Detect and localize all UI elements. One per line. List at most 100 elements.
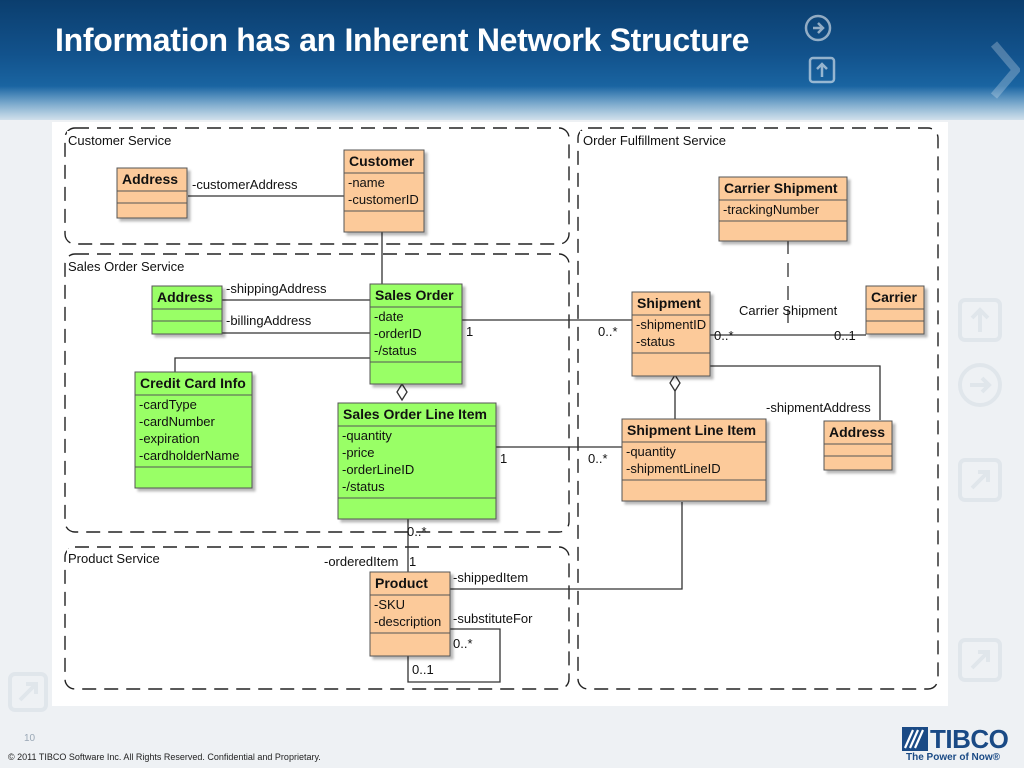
class-attribute: -name [348, 175, 385, 190]
class-name: Address [157, 289, 213, 305]
class-attribute: -orderID [374, 326, 422, 341]
class-carrier-shipment: Carrier Shipment -trackingNumber [718, 176, 848, 242]
class-attribute: -date [374, 309, 404, 324]
class-attribute: -price [342, 445, 375, 460]
class-attribute: -/status [374, 343, 417, 358]
uml-diagram-svg: Customer Service Sales Order Service Pro… [64, 127, 939, 690]
copyright-footer: © 2011 TIBCO Software Inc. All Rights Re… [8, 752, 321, 762]
tibco-logo-mark-icon [902, 727, 928, 751]
class-attribute: -shipmentLineID [626, 461, 721, 476]
label-so-shipment-1: 1 [466, 324, 473, 339]
class-box [621, 418, 767, 502]
class-name: Address [829, 424, 885, 440]
label-shipment-carrier-one: 0..1 [834, 328, 856, 343]
class-box [718, 176, 848, 242]
class-name: Shipment [637, 295, 701, 311]
class-product: Product -SKU -description [369, 571, 451, 657]
tibco-logo: TIBCO The Power of Now® [902, 724, 1018, 764]
label-soli-sli-many: 0..* [588, 451, 608, 466]
package-label-product-service: Product Service [68, 551, 160, 566]
class-address-cust: Address [116, 167, 188, 219]
package-label-order-fulfillment-service: Order Fulfillment Service [583, 133, 726, 148]
label-billing-address: -billingAddress [226, 313, 312, 328]
class-attribute: -expiration [139, 431, 200, 446]
label-shipment-address: -shipmentAddress [766, 400, 871, 415]
class-attribute: -cardType [139, 397, 197, 412]
class-box [823, 420, 893, 471]
header-fade [0, 86, 1024, 126]
package-label-sales-order-service: Sales Order Service [68, 259, 184, 274]
label-substitute-many: 0..* [453, 636, 473, 651]
class-name: Product [375, 575, 428, 591]
class-sales-order-line-item: Sales Order Line Item -quantity -price -ord… [337, 402, 497, 520]
label-ordered-item: -orderedItem [324, 554, 398, 569]
class-sales-order: Sales Order -date -orderID -/status [369, 283, 463, 385]
label-so-shipment-many: 0..* [598, 324, 618, 339]
class-attribute: -status [636, 334, 676, 349]
label-shipping-address: -shippingAddress [226, 281, 327, 296]
class-attribute: -/status [342, 479, 385, 494]
class-shipment-line-item: Shipment Line Item -quantity -shipmentLine… [621, 418, 767, 502]
class-box [134, 371, 253, 489]
class-attribute: -cardholderName [139, 448, 239, 463]
label-shipment-carrier-many: 0..* [714, 328, 734, 343]
class-attribute: -customerID [348, 192, 419, 207]
class-box [337, 402, 497, 520]
arrow-circle-icon [804, 14, 832, 42]
logo-tagline: The Power of Now® [906, 752, 1001, 763]
class-box [343, 149, 425, 233]
package-order-fulfillment-service [577, 127, 939, 690]
label-customer-address: -customerAddress [192, 177, 298, 192]
slide-title: Information has an Inherent Network Stru… [55, 22, 750, 58]
class-name: Customer [349, 153, 415, 169]
aggregation-diamond-shipment [669, 373, 681, 393]
class-name: Address [122, 171, 178, 187]
class-name: Carrier [871, 289, 917, 305]
background-left-icon [8, 672, 48, 712]
class-box [369, 571, 451, 657]
page-number: 10 [24, 733, 36, 744]
class-credit-card-info: Credit Card Info -cardType -cardNumber -exp… [134, 371, 253, 489]
class-attribute: -quantity [626, 444, 676, 459]
class-attribute: -trackingNumber [723, 202, 820, 217]
label-soli-sli-1: 1 [500, 451, 507, 466]
aggregation-diamond-salesorder [396, 382, 408, 402]
class-name: Sales Order Line Item [343, 406, 487, 422]
class-attribute: -SKU [374, 597, 405, 612]
label-soli-product-many: 0..* [407, 524, 427, 539]
class-name: Carrier Shipment [724, 180, 838, 196]
class-attribute: -cardNumber [139, 414, 216, 429]
assoc-salesorder-creditcard [174, 357, 370, 372]
package-product-service [64, 546, 570, 690]
logo-wordmark: TIBCO [930, 724, 1009, 754]
class-box [151, 285, 223, 335]
class-customer: Customer -name -customerID [343, 149, 425, 233]
class-attribute: -orderLineID [342, 462, 414, 477]
class-attribute: -description [374, 614, 441, 629]
class-attribute: -shipmentID [636, 317, 706, 332]
uml-diagram: Customer Service Sales Order Service Pro… [52, 122, 948, 706]
class-box [116, 167, 188, 219]
class-carrier: Carrier [865, 285, 925, 335]
label-carrier-shipment: Carrier Shipment [739, 303, 838, 318]
class-name: Shipment Line Item [627, 422, 756, 438]
arrow-up-box-icon [808, 56, 836, 84]
background-arrow-icons [958, 298, 1002, 682]
class-name: Credit Card Info [140, 375, 246, 391]
label-ordered-item-1: 1 [409, 554, 416, 569]
label-substitute-one: 0..1 [412, 662, 434, 677]
label-substitute-for: -substituteFor [453, 611, 533, 626]
class-box [369, 283, 463, 385]
class-shipment: Shipment -shipmentID -status [631, 291, 711, 377]
class-attribute: -quantity [342, 428, 392, 443]
package-customer-service [64, 127, 570, 245]
package-sales-order-service [64, 253, 570, 533]
class-box [865, 285, 925, 335]
package-label-customer-service: Customer Service [68, 133, 171, 148]
assoc-shipment-address [710, 365, 881, 420]
class-name: Sales Order [375, 287, 454, 303]
assoc-product-shippeditem [450, 502, 683, 590]
class-address-ship: Address [823, 420, 893, 471]
label-shipped-item: -shippedItem [453, 570, 528, 585]
class-address-sales: Address [151, 285, 223, 335]
